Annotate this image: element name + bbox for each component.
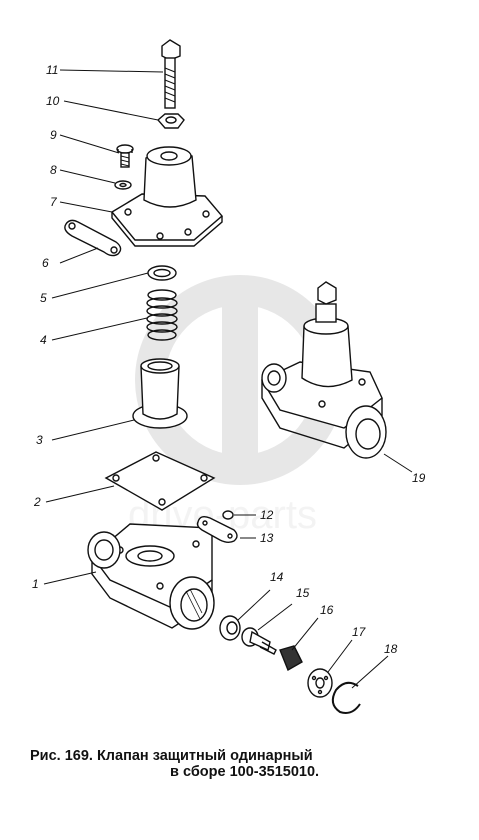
- label-1: 1: [32, 577, 39, 591]
- label-17: 17: [352, 625, 367, 639]
- label-16: 16: [320, 603, 334, 617]
- label-8: 8: [50, 163, 57, 177]
- part-small-ring: [222, 510, 234, 520]
- part-diaphragm: [132, 358, 188, 429]
- part-cover: [110, 146, 223, 247]
- label-3: 3: [36, 433, 43, 447]
- label-15: 15: [296, 586, 310, 600]
- label-2: 2: [33, 495, 41, 509]
- part-number-labels: 11 10 9 8 7 6 5 4 3 2 1 12 13 14 15 16 1…: [32, 63, 426, 656]
- label-10: 10: [46, 94, 60, 108]
- part-retaining-ring: [331, 681, 361, 714]
- part-assembled-valve: [261, 281, 387, 459]
- part-body: [87, 523, 215, 630]
- label-12: 12: [260, 508, 274, 522]
- part-spring: [146, 289, 178, 341]
- leader-lines: [43, 69, 413, 689]
- label-19: 19: [412, 471, 426, 485]
- label-13: 13: [260, 531, 274, 545]
- part-seat-ring: [219, 615, 241, 641]
- part-gasket: [104, 451, 216, 511]
- caption-line-2: в сборе 100-3515010.: [170, 764, 320, 780]
- part-valve: [279, 645, 303, 672]
- part-valve-stem: [241, 627, 277, 655]
- part-washer-small: [114, 180, 132, 190]
- label-6: 6: [42, 256, 49, 270]
- label-4: 4: [40, 333, 47, 347]
- label-14: 14: [270, 570, 284, 584]
- part-screw: [116, 144, 134, 168]
- label-7: 7: [50, 195, 58, 209]
- part-link-plate: [196, 515, 238, 543]
- part-plate: [64, 219, 122, 257]
- part-spring-washer: [307, 668, 333, 698]
- part-nut: [157, 113, 185, 129]
- label-18: 18: [384, 642, 398, 656]
- part-ring: [147, 265, 177, 281]
- label-9: 9: [50, 128, 57, 142]
- part-bolt: [161, 39, 181, 109]
- figure-caption: Рис. 169. Клапан защитный одинарный в сб…: [30, 748, 470, 780]
- caption-line-1: Рис. 169. Клапан защитный одинарный: [30, 748, 313, 764]
- label-11: 11: [46, 63, 58, 77]
- label-5: 5: [40, 291, 47, 305]
